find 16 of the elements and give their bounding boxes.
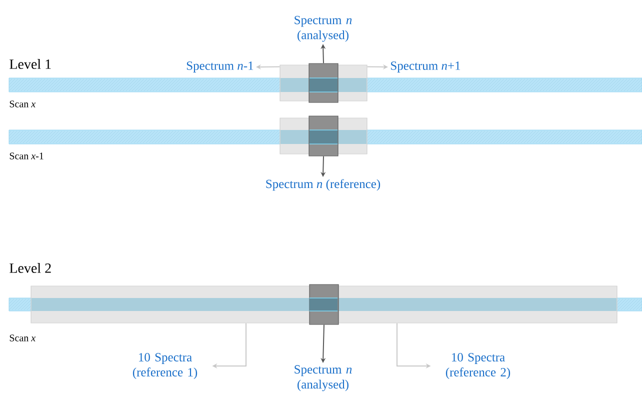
spectrum-label: 10 Spectra (reference 1) (132, 353, 198, 379)
analysed-spectrum-box (309, 284, 339, 325)
level-heading: Level 1 (10, 59, 51, 69)
scan-label: Scan x (10, 100, 36, 108)
spectrum-label: Spectrum n (analysed) (294, 16, 352, 42)
scan-label: Scan x (10, 334, 36, 342)
spectrum-label: Spectrum n+1 (391, 62, 460, 72)
window-box (30, 286, 618, 324)
analysed-spectrum-box (308, 63, 338, 103)
spectrum-label: Spectrum n (reference) (266, 179, 380, 191)
spectrum-label: Spectrum n (analysed) (294, 365, 352, 392)
spectrum-label: Spectrum n-1 (186, 62, 254, 72)
level-heading: Level 2 (10, 263, 51, 273)
analysed-spectrum-box (308, 116, 338, 156)
scan-label: Scan x-1 (10, 152, 44, 160)
spectrum-label: 10 Spectra (reference 2) (446, 353, 510, 379)
